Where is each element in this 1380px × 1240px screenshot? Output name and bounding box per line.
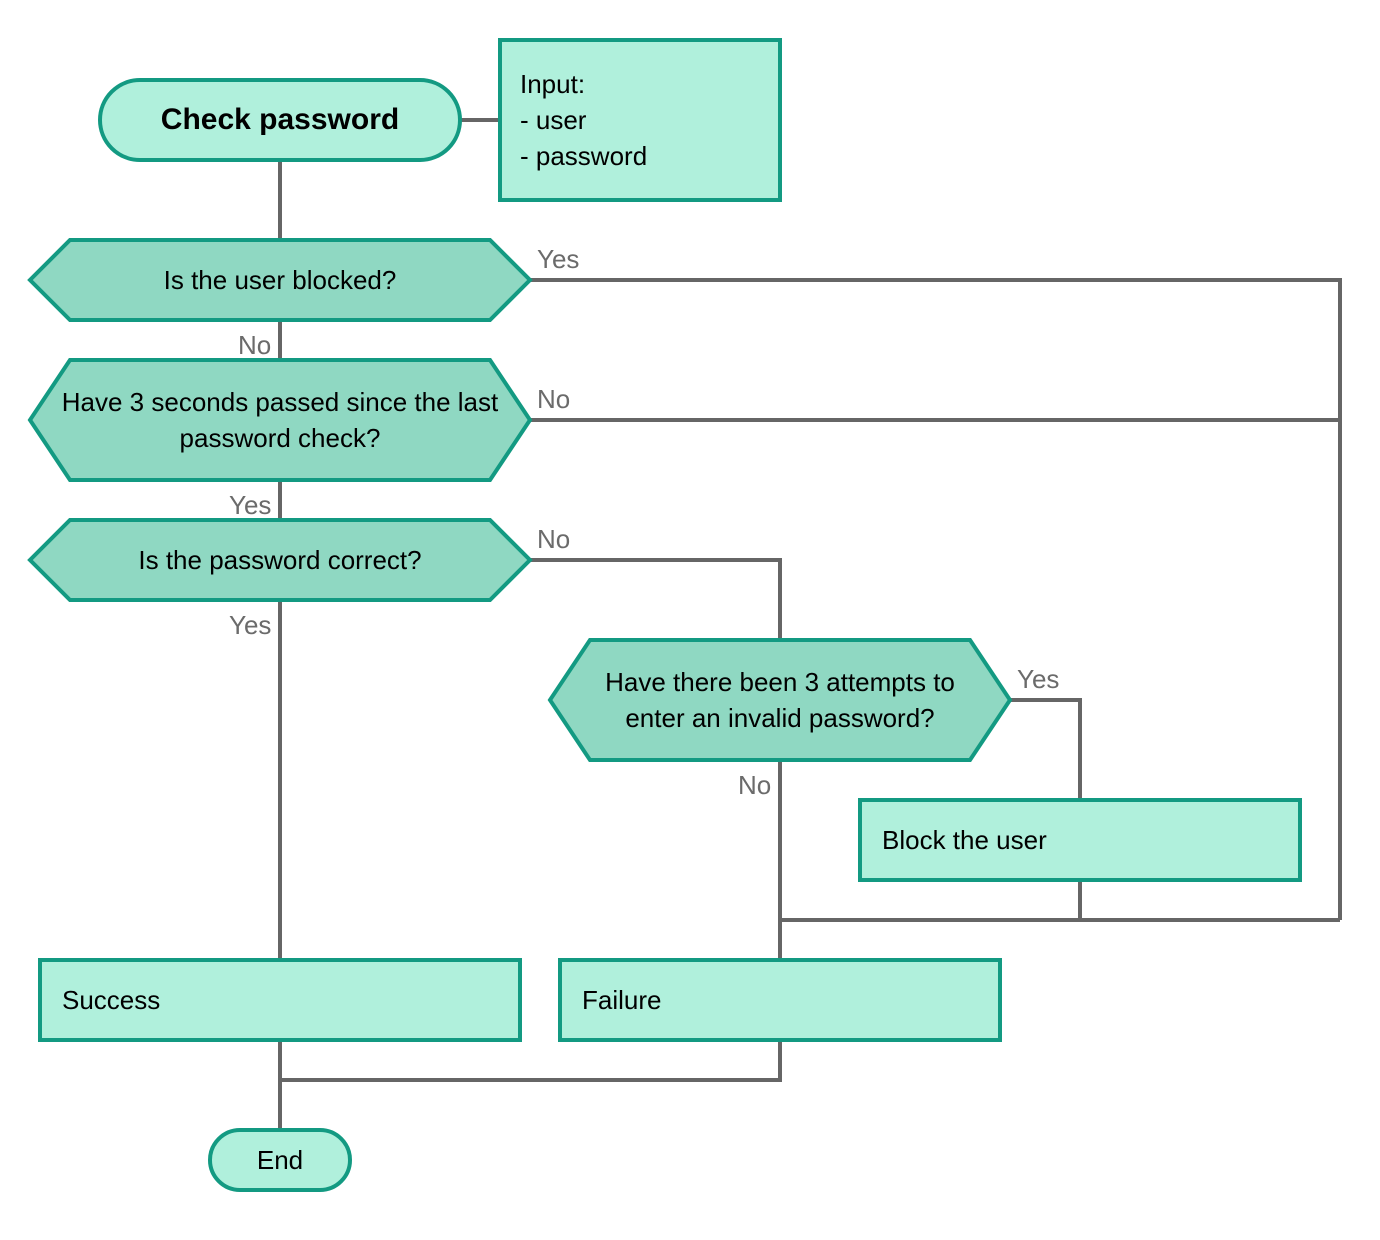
connectors bbox=[278, 118, 1342, 1130]
decision-correct-shape bbox=[27, 518, 533, 602]
connector-correct-no bbox=[530, 558, 782, 640]
decision-correct-label: Is the password correct? bbox=[138, 545, 422, 575]
block-user-label: Block the user bbox=[882, 825, 1047, 855]
edge-label-blocked-yes: Yes bbox=[537, 244, 580, 274]
decision-blocked-label: Is the user blocked? bbox=[163, 265, 397, 295]
success-label: Success bbox=[62, 985, 161, 1015]
decision-three-seconds-label: Have 3 seconds passed since the last pas… bbox=[61, 387, 499, 453]
edge-label-seconds-yes: Yes bbox=[229, 490, 272, 520]
decision-blocked-shape bbox=[27, 238, 533, 322]
connector-attempts-yes bbox=[1010, 698, 1082, 800]
end-terminator-shape bbox=[208, 1128, 352, 1192]
edge-label-seconds-no: No bbox=[537, 384, 571, 414]
block-user-box-shape bbox=[858, 798, 1302, 882]
connector-failure-merge bbox=[280, 1040, 782, 1082]
shapes bbox=[27, 38, 1302, 1192]
start-label: Check password bbox=[160, 103, 400, 136]
edge-label-blocked-no: No bbox=[238, 330, 272, 360]
decision-attempts-label: Have there been 3 attempts to enter an i… bbox=[605, 667, 955, 733]
failure-box-shape bbox=[558, 958, 1002, 1042]
start-terminator-shape bbox=[98, 78, 462, 162]
edge-label-correct-no: No bbox=[537, 524, 571, 554]
input-label: Input: - user - password bbox=[520, 69, 648, 171]
end-label: End bbox=[256, 1145, 304, 1175]
connector-blocked-yes bbox=[530, 278, 1342, 920]
success-box-shape bbox=[38, 958, 522, 1042]
edge-label-attempts-no: No bbox=[738, 770, 772, 800]
input-box-shape bbox=[498, 38, 782, 202]
decision-attempts-shape bbox=[547, 638, 1013, 762]
edge-label-correct-yes: Yes bbox=[229, 610, 272, 640]
failure-label: Failure bbox=[582, 985, 662, 1015]
edge-label-attempts-yes: Yes bbox=[1017, 664, 1060, 694]
decision-three-seconds-shape bbox=[27, 358, 533, 482]
